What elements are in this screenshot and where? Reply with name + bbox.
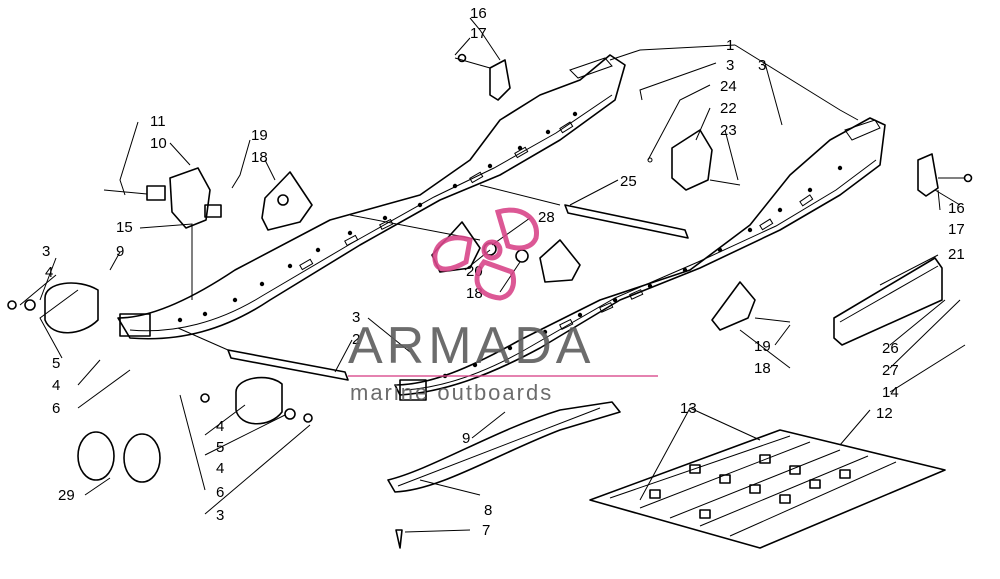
callout-29: 29	[58, 487, 75, 504]
callout-19: 19	[754, 338, 771, 355]
callout-28: 28	[538, 209, 555, 226]
callout-14: 14	[882, 384, 899, 401]
rail-holes-right	[442, 165, 843, 379]
upper-bracket-16-17	[454, 53, 511, 101]
leader-lines	[19, 17, 966, 533]
hose-clamps-29	[77, 431, 161, 483]
callout-4: 4	[52, 377, 60, 394]
callout-labels: 1 2 3 3 3 3 3 4 4 4 4 5 5 6 6 7 8 9 9 10…	[42, 5, 965, 539]
watermark-tagline: marine outboards	[350, 380, 553, 405]
callout-18: 18	[754, 360, 771, 377]
callout-3: 3	[758, 57, 766, 74]
rear-cross-shaft	[564, 204, 689, 239]
callout-8: 8	[484, 502, 492, 519]
slide-21	[833, 257, 943, 346]
bumper-10-11-15	[103, 167, 222, 229]
callout-16: 16	[948, 200, 965, 217]
front-cross-shaft	[227, 349, 349, 381]
callout-13: 13	[680, 400, 697, 417]
callout-27: 27	[882, 362, 899, 379]
callout-15: 15	[116, 219, 133, 236]
callout-4: 4	[216, 460, 224, 477]
callout-1: 1	[726, 37, 734, 54]
right-end-bracket-16-17	[917, 153, 973, 197]
callout-21: 21	[948, 246, 965, 263]
callout-12: 12	[876, 405, 893, 422]
callout-3: 3	[726, 57, 734, 74]
bracket-19	[711, 281, 791, 331]
callout-5: 5	[52, 355, 60, 372]
callout-6: 6	[216, 484, 224, 501]
screw-7	[395, 529, 403, 549]
right-slide-rail	[394, 117, 886, 401]
callout-7: 7	[482, 522, 490, 539]
rail-end-tip-left	[119, 313, 151, 337]
callout-3: 3	[42, 243, 50, 260]
callout-18: 18	[251, 149, 268, 166]
hyfax-8	[387, 401, 621, 493]
watermark: ARMADA marine outboards	[348, 207, 658, 405]
rail-slots-right	[559, 194, 814, 330]
callout-25: 25	[620, 173, 637, 190]
callout-6: 6	[52, 400, 60, 417]
spring-bracket-22	[647, 129, 741, 191]
end-cap-4-5	[7, 282, 313, 425]
callout-4: 4	[45, 264, 53, 281]
propeller-logo	[432, 207, 539, 301]
callout-3: 3	[216, 507, 224, 524]
rail-holes	[177, 111, 578, 323]
left-slide-rail	[117, 54, 626, 340]
rear-idler-mount-18	[261, 171, 313, 231]
callout-2: 2	[352, 331, 360, 348]
callout-4: 4	[216, 418, 224, 435]
callout-23: 23	[720, 122, 737, 139]
callout-22: 22	[720, 100, 737, 117]
callout-19: 19	[251, 127, 268, 144]
rail-end-tip-right	[399, 379, 427, 401]
callout-3: 3	[352, 309, 360, 326]
callout-9: 9	[116, 243, 124, 260]
callout-10: 10	[150, 135, 167, 152]
watermark-brand: ARMADA	[348, 317, 594, 375]
callout-24: 24	[720, 78, 737, 95]
callout-9: 9	[462, 430, 470, 447]
callout-5: 5	[216, 439, 224, 456]
track-12	[589, 429, 946, 549]
callout-16: 16	[470, 5, 487, 22]
callout-26: 26	[882, 340, 899, 357]
callout-17: 17	[470, 25, 487, 42]
callout-11: 11	[150, 113, 166, 130]
callout-17: 17	[948, 221, 965, 238]
